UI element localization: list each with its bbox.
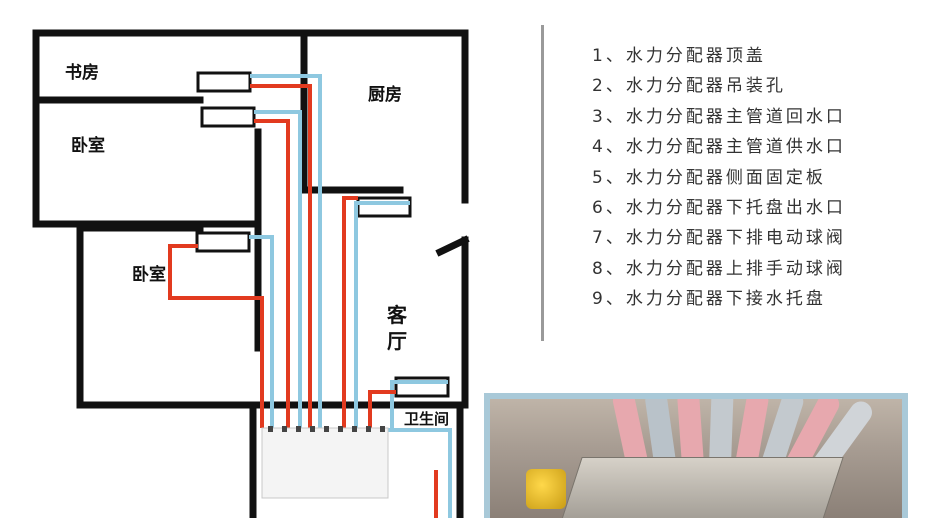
coil-boxes [195,71,450,398]
manifold [261,426,389,499]
photo-manifold-unit [558,457,844,518]
coil-box-bedroom-top [200,106,256,128]
wall-door-stub [435,235,470,257]
room-label-bathroom: 卫生间 [404,410,450,428]
supply-pipes [168,84,438,518]
supply-pipe-bedroom-bottom [168,244,264,428]
supply-pipe-living [368,390,396,428]
walls [32,29,470,518]
room-label-kitchen: 厨房 [368,85,402,105]
legend-item: 4、水力分配器主管道供水口 [592,137,846,158]
legend-item: 8、水力分配器上排手动球阀 [592,258,846,279]
return-pipes [249,74,452,518]
manifold-photo [484,393,908,518]
room-label-living-room: 客厅 [387,303,407,353]
room-label-study: 书房 [65,63,99,83]
room-label-bedroom-bottom: 卧室 [132,265,166,285]
legend-item: 1、水力分配器顶盖 [592,46,766,66]
legend-list: 1、水力分配器顶盖 2、水力分配器吊装孔 3、水力分配器主管道回水口 4、水力分… [592,41,846,315]
supply-pipe-study [250,84,312,428]
coil-box-study [196,71,252,93]
supply-pipe-kitchen [342,196,358,428]
legend-item: 7、水力分配器下排电动球阀 [592,228,846,249]
supply-pipe-bedroom-top [254,119,290,428]
return-pipe-living [390,380,448,428]
manifold-box [261,427,389,499]
legend-item: 3、水力分配器主管道回水口 [592,106,846,127]
manifold-photo-image [490,399,902,518]
coil-box-kitchen [356,196,412,218]
return-pipe-study [250,74,322,428]
return-pipe-bedroom-top [254,110,302,428]
legend-item: 5、水力分配器侧面固定板 [592,167,826,188]
return-main [388,428,452,518]
return-pipe-kitchen [354,201,410,428]
room-label-bedroom-top: 卧室 [71,136,105,156]
return-pipe-bedroom-bottom [249,235,274,428]
manifold-ports [268,426,385,432]
divider-line [541,25,544,341]
coil-box-bedroom-bottom [195,231,251,253]
legend-item: 2、水力分配器吊装孔 [592,76,786,97]
photo-brass-valve [526,469,566,509]
legend-item: 9、水力分配器下接水托盘 [592,289,826,310]
floor-plan [32,29,470,518]
legend-item: 6、水力分配器下托盘出水口 [592,197,846,218]
